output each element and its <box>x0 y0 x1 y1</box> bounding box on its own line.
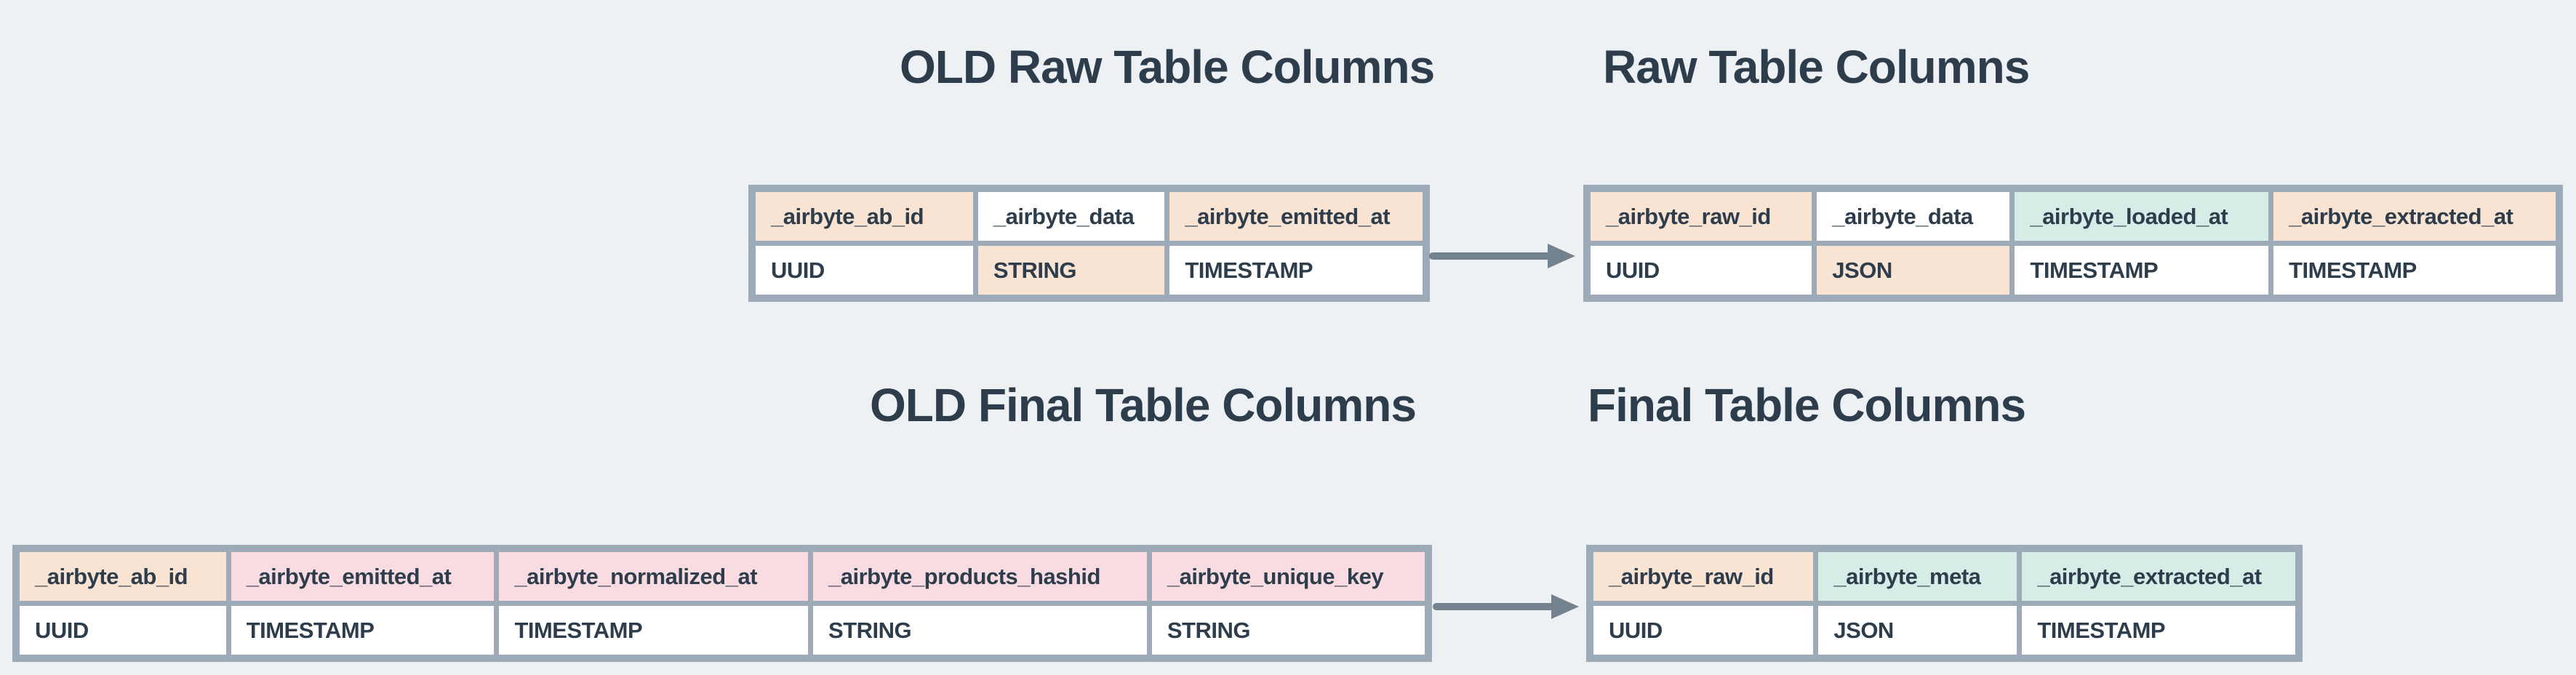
table-header-row: _airbyte_raw_id_airbyte_data_airbyte_loa… <box>1591 192 2556 241</box>
column-header-cell: _airbyte_ab_id <box>756 192 973 241</box>
column-value-cell: TIMESTAMP <box>2022 606 2295 655</box>
column-header-cell: _airbyte_raw_id <box>1591 192 1812 241</box>
raw-table: _airbyte_raw_id_airbyte_data_airbyte_loa… <box>1583 185 2563 302</box>
column-header-cell: _airbyte_data <box>977 192 1165 241</box>
column-value-cell: JSON <box>1818 606 2017 655</box>
column-value-cell: UUID <box>1591 246 1812 295</box>
column-value-cell: TIMESTAMP <box>2273 246 2556 295</box>
column-header-cell: _airbyte_products_hashid <box>813 552 1147 601</box>
column-value-cell: UUID <box>1593 606 1814 655</box>
column-header-cell: _airbyte_loaded_at <box>2015 192 2269 241</box>
old-raw-table-title: OLD Raw Table Columns <box>900 41 1435 93</box>
column-header-cell: _airbyte_emitted_at <box>1169 192 1423 241</box>
arrow-final-old-to-new-icon <box>1431 591 1585 623</box>
final-table: _airbyte_raw_id_airbyte_meta_airbyte_ext… <box>1586 545 2303 662</box>
old-raw-table: _airbyte_ab_id_airbyte_data_airbyte_emit… <box>748 185 1430 302</box>
column-header-cell: _airbyte_data <box>1817 192 2010 241</box>
final-table-title: Final Table Columns <box>1588 379 2026 431</box>
raw-table-title: Raw Table Columns <box>1603 41 2030 93</box>
column-value-cell: TIMESTAMP <box>499 606 809 655</box>
column-header-cell: _airbyte_extracted_at <box>2022 552 2295 601</box>
column-header-cell: _airbyte_ab_id <box>20 552 226 601</box>
column-value-cell: STRING <box>813 606 1147 655</box>
column-value-cell: TIMESTAMP <box>231 606 495 655</box>
column-value-cell: STRING <box>1151 606 1425 655</box>
column-header-cell: _airbyte_meta <box>1818 552 2017 601</box>
old-final-table-title: OLD Final Table Columns <box>870 379 1417 431</box>
column-value-cell: UUID <box>20 606 226 655</box>
column-value-cell: TIMESTAMP <box>2015 246 2269 295</box>
column-value-cell: UUID <box>756 246 973 295</box>
column-header-cell: _airbyte_raw_id <box>1593 552 1814 601</box>
column-header-cell: _airbyte_unique_key <box>1151 552 1425 601</box>
old-final-table: _airbyte_ab_id_airbyte_emitted_at_airbyt… <box>12 545 1432 662</box>
column-header-cell: _airbyte_emitted_at <box>231 552 495 601</box>
table-header-row: _airbyte_raw_id_airbyte_meta_airbyte_ext… <box>1593 552 2295 601</box>
table-header-row: _airbyte_ab_id_airbyte_emitted_at_airbyt… <box>20 552 1425 601</box>
arrow-raw-old-to-new-icon <box>1428 240 1582 272</box>
column-value-cell: STRING <box>977 246 1165 295</box>
column-header-cell: _airbyte_normalized_at <box>499 552 809 601</box>
column-header-cell: _airbyte_extracted_at <box>2273 192 2556 241</box>
column-value-cell: TIMESTAMP <box>1169 246 1423 295</box>
table-header-row: _airbyte_ab_id_airbyte_data_airbyte_emit… <box>756 192 1423 241</box>
column-value-cell: JSON <box>1817 246 2010 295</box>
